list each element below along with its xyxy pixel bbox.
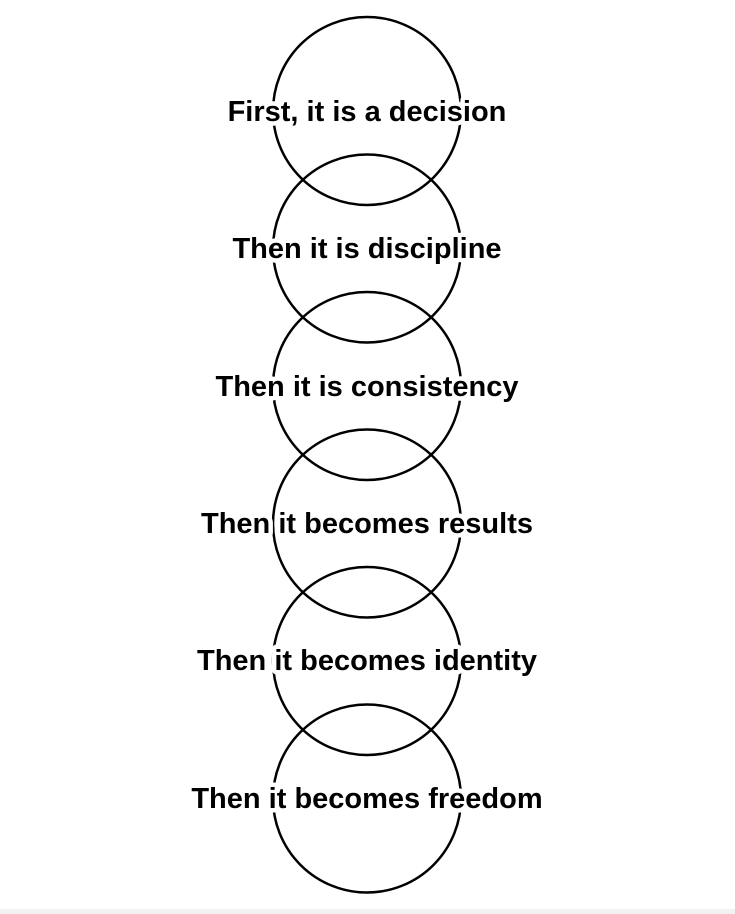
step-label-1: First, it is a decision: [228, 96, 507, 128]
step-label-4: Then it becomes results: [201, 508, 533, 540]
step-label-2: Then it is discipline: [232, 233, 501, 265]
step-ring-6: [271, 703, 463, 894]
ring-layer: [271, 15, 463, 894]
label-layer: First, it is a decision Then it is disci…: [187, 92, 547, 820]
step-ring-5: [271, 565, 463, 757]
bottom-divider: [0, 909, 735, 914]
step-label-3: Then it is consistency: [216, 371, 519, 403]
step-ring-3: [271, 290, 463, 482]
step-ring-4: [271, 428, 463, 619]
step-ring-2: [271, 153, 463, 344]
step-label-6: Then it becomes freedom: [191, 783, 542, 815]
step-label-5: Then it becomes identity: [197, 645, 537, 677]
step-ring-1: [271, 15, 463, 207]
